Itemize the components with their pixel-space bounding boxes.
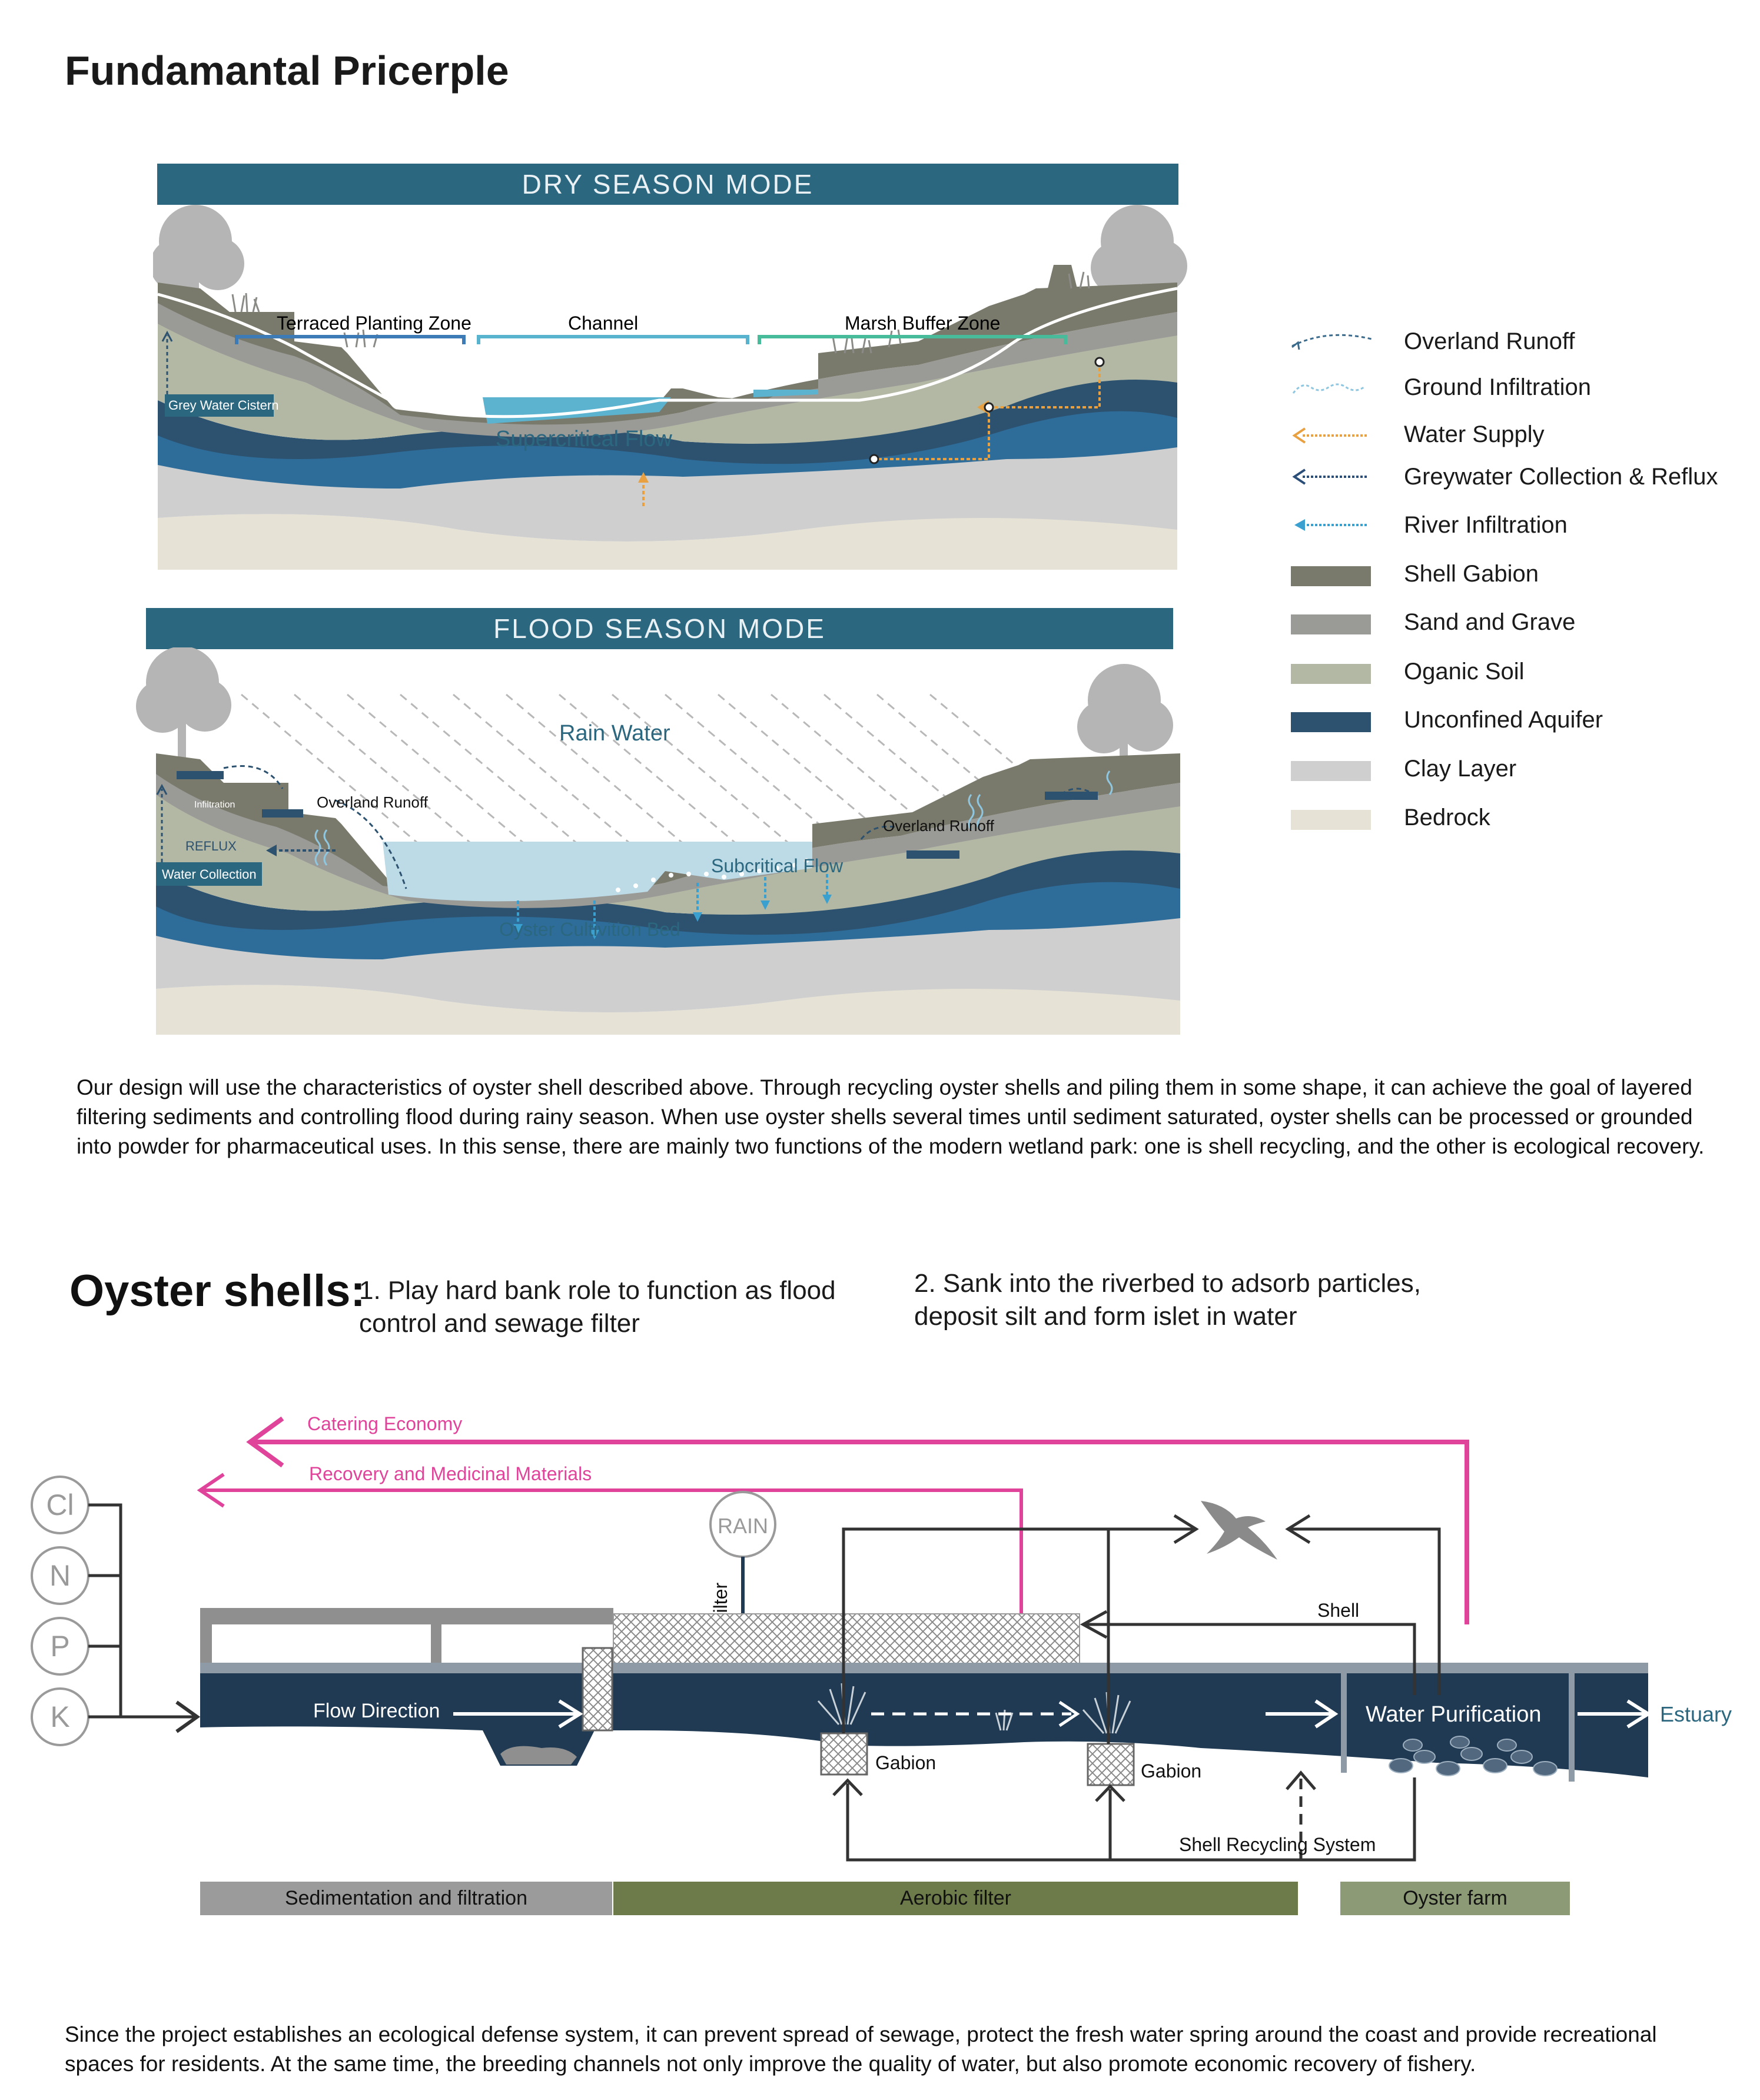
legend-label: Clay Layer xyxy=(1404,756,1517,782)
shell-recycling-flow-diagram: Cl N P K Catering Economy Recovery and M… xyxy=(31,1413,1732,1862)
legend-label: Overland Runoff xyxy=(1404,328,1575,354)
svg-text:N: N xyxy=(49,1559,71,1592)
page-title: Fundamantal Pricerple xyxy=(65,48,509,94)
svg-text:Grey Water Cistern: Grey Water Cistern xyxy=(168,398,278,413)
oyster-shell-pile xyxy=(1389,1736,1558,1776)
dry-season-banner: DRY SEASON MODE xyxy=(157,164,1178,205)
catering-label: Catering Economy xyxy=(307,1413,462,1434)
zone-sedimentation: Sedimentation and filtration xyxy=(200,1882,612,1915)
zone-label-marsh: Marsh Buffer Zone xyxy=(845,313,1000,334)
gabion-1 xyxy=(820,1732,868,1776)
zone-aerobic-filter: Aerobic filter xyxy=(613,1882,1298,1915)
svg-text:Gabion: Gabion xyxy=(1141,1760,1201,1782)
legend-label: Water Supply xyxy=(1404,421,1545,447)
legend-ground-infiltration-icon xyxy=(1292,383,1364,394)
tree-left-icon xyxy=(136,647,231,771)
legend-label: Bedrock xyxy=(1404,805,1490,830)
legend-label: Unconfined Aquifer xyxy=(1404,707,1603,733)
legend-overland-runoff-icon xyxy=(1291,334,1372,347)
oyster-shells-heading: Oyster shells: xyxy=(69,1266,366,1316)
description-paragraph: Our design will use the characteristics … xyxy=(77,1075,1705,1158)
svg-text:Cl: Cl xyxy=(46,1488,74,1521)
bird-icon xyxy=(1201,1501,1277,1560)
legend-label: River Infiltration xyxy=(1404,512,1568,538)
svg-text:K: K xyxy=(50,1700,69,1733)
water-purification-label: Water Purification xyxy=(1366,1702,1541,1727)
dry-season-section: Terraced Planting Zone Channel Marsh Buf… xyxy=(153,205,1187,570)
overland-runoff-left: Overland Runoff xyxy=(317,793,429,811)
shell-recycling-label: Shell Recycling System xyxy=(1179,1834,1376,1855)
flood-season-section: Water Collection REFLUX Infiltration Ove… xyxy=(136,647,1180,1035)
flow-direction-label: Flow Direction xyxy=(313,1700,440,1722)
reflux-label: REFLUX xyxy=(185,839,237,853)
zone-label-terraced: Terraced Planting Zone xyxy=(277,313,471,334)
svg-text:Gabion: Gabion xyxy=(875,1752,936,1773)
legend-symbols xyxy=(1291,334,1372,830)
infiltration-label: Infiltration xyxy=(194,800,235,810)
legend-clay-swatch xyxy=(1291,761,1371,781)
recovery-arrow xyxy=(200,1488,1023,1614)
gabion-2 xyxy=(1087,1743,1135,1786)
overland-runoff-right: Overland Runoff xyxy=(883,817,995,835)
zone-oyster-farm: Oyster farm xyxy=(1340,1882,1570,1915)
legend-sand-swatch xyxy=(1291,614,1371,634)
legend-label: Oganic Soil xyxy=(1404,659,1525,685)
zone-label-channel: Channel xyxy=(568,313,638,334)
tree-right-icon xyxy=(1077,664,1173,806)
grass-icon xyxy=(231,271,1090,354)
oyster-bed-label: Oyster Cultivition Bed xyxy=(499,919,680,940)
svg-text:RAIN: RAIN xyxy=(718,1514,768,1538)
legend-aquifer-swatch xyxy=(1291,712,1371,732)
water-collection-box xyxy=(156,862,262,886)
oyster-point-1: 1. Play hard bank role to function as fl… xyxy=(359,1276,836,1338)
svg-text:P: P xyxy=(50,1630,69,1663)
legend-soil-swatch xyxy=(1291,664,1371,684)
conclusion-paragraph: Since the project establishes an ecologi… xyxy=(65,2022,1657,2076)
catering-economy-arrow xyxy=(253,1440,1469,1624)
recovery-label: Recovery and Medicinal Materials xyxy=(309,1463,592,1484)
legend-label: Greywater Collection & Reflux xyxy=(1404,464,1718,490)
grey-water-cistern xyxy=(165,394,274,417)
legend-label: Ground Infiltration xyxy=(1404,374,1591,400)
estuary-label: Estuary xyxy=(1660,1702,1732,1726)
shell-label: Shell xyxy=(1317,1600,1359,1621)
supercritical-flow-label: Supercritical Flow xyxy=(496,427,672,451)
oyster-point-2: 2. Sank into the riverbed to adsorb part… xyxy=(914,1269,1421,1331)
legend-label: Sand and Grave xyxy=(1404,609,1576,635)
legend-label: Shell Gabion xyxy=(1404,561,1539,587)
rain-water-label: Rain Water xyxy=(559,721,670,746)
legend-shell-gabion-swatch xyxy=(1291,566,1371,586)
flood-season-banner: FLOOD SEASON MODE xyxy=(146,608,1173,649)
svg-text:Water Collection: Water Collection xyxy=(162,867,257,882)
subcritical-flow-label: Subcritical Flow xyxy=(711,855,844,876)
legend-bedrock-swatch xyxy=(1291,810,1371,830)
